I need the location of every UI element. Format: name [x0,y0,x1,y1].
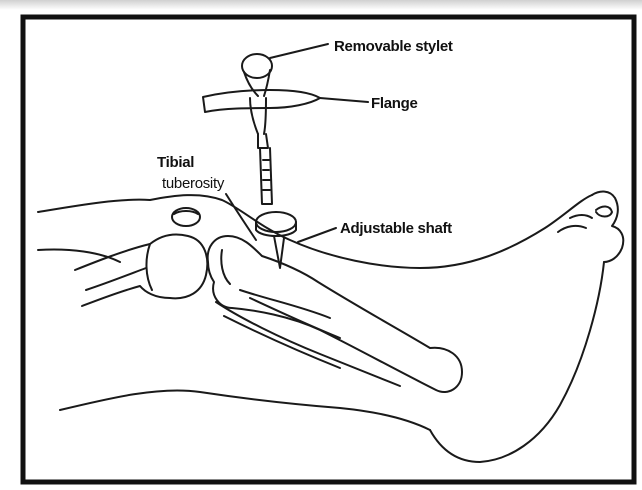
label-adjustable-shaft: Adjustable shaft [340,220,452,237]
label-tuberosity: tuberosity [162,175,225,192]
label-flange: Flange [371,95,418,112]
label-removable-stylet: Removable stylet [334,38,453,55]
label-tibial: Tibial [157,154,194,171]
